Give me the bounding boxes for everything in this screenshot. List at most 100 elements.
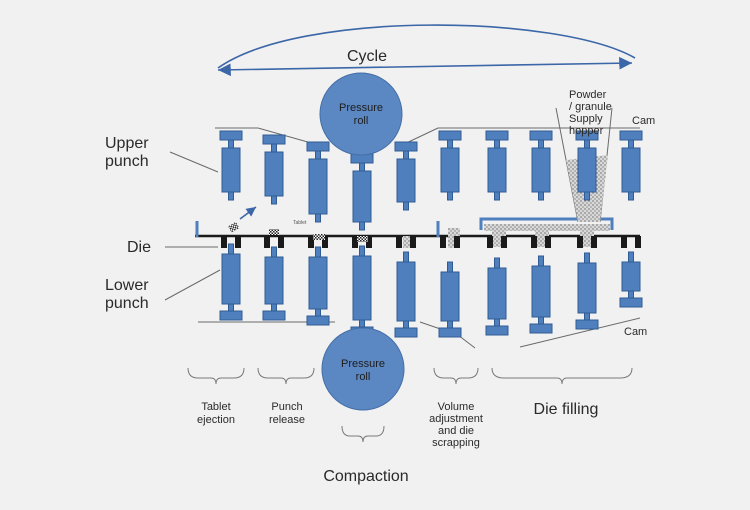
lower-punch-body-10 <box>621 261 641 292</box>
die-block-right-6 <box>454 236 460 248</box>
upper-punch-label-2: punch <box>105 153 149 170</box>
lower-punch-body-1 <box>221 253 241 305</box>
die-filling-label: Die filling <box>534 401 599 418</box>
upper-punch-tip-9 <box>584 191 590 201</box>
die-block-left-9 <box>577 236 583 248</box>
lower-punch-tip-6 <box>447 261 453 273</box>
die-block-right-7 <box>501 236 507 248</box>
lower-punch-tip-7 <box>494 257 500 269</box>
upper-punch-neck-9 <box>584 139 590 149</box>
lower-punch-head-10 <box>619 297 643 308</box>
hopper-label-2: / granule <box>569 101 612 113</box>
die-block-left-3 <box>308 236 314 248</box>
lower-punch-label-2: punch <box>105 295 149 312</box>
lower-pressure-roll <box>321 327 405 411</box>
upper-punch-head-5 <box>394 141 418 152</box>
upper-punch-neck-6 <box>447 139 453 149</box>
upper-punch-head-6 <box>438 130 462 141</box>
upper-punch-neck-5 <box>403 150 409 160</box>
die-block-right-4 <box>366 236 372 248</box>
cycle-arrow <box>217 56 633 77</box>
upper-cam-label: Cam <box>632 115 655 127</box>
upper-punch-tip-1 <box>228 191 234 201</box>
upper-punch-head-10 <box>619 130 643 141</box>
upper-punch-body-4 <box>352 170 372 223</box>
lower-punch-neck-9 <box>584 312 590 321</box>
lower-punch-head-2 <box>262 310 286 321</box>
die-block-left-2 <box>264 236 270 248</box>
upper-punch-body-5 <box>396 158 416 203</box>
upper-punch-neck-3 <box>315 150 321 160</box>
volume-adjustment-label-1: Volume <box>438 401 475 413</box>
lower-punch-body-6 <box>440 271 460 322</box>
die-block-right-9 <box>591 236 597 248</box>
die-block-left-4 <box>352 236 358 248</box>
lower-punch-head-6 <box>438 327 462 338</box>
lower-punch-body-7 <box>487 267 507 320</box>
lower-punch-tip-5 <box>403 251 409 263</box>
punch-release-label-2: release <box>269 414 305 426</box>
upper-punch-body-10 <box>621 147 641 193</box>
lower-punch-neck-3 <box>315 308 321 317</box>
die-block-right-10 <box>635 236 641 248</box>
upper-punch-tip-3 <box>315 213 321 223</box>
lower-punch-neck-5 <box>403 320 409 329</box>
lower-punch-tip-8 <box>538 255 544 267</box>
die-block-left-7 <box>487 236 493 248</box>
upper-punch-body-2 <box>264 151 284 197</box>
punch-stations <box>219 130 643 338</box>
upper-punch-head-7 <box>485 130 509 141</box>
lower-punch-neck-6 <box>447 320 453 329</box>
lower-punch-neck-7 <box>494 318 500 327</box>
tablet-label: Tablet <box>293 220 307 226</box>
upper-punch-body-8 <box>531 147 551 193</box>
die-block-left-5 <box>396 236 402 248</box>
lower-punch-neck-4 <box>359 319 365 328</box>
powder-fill <box>403 224 610 248</box>
upper-punch-head-2 <box>262 134 286 145</box>
volume-adjustment-label-2: adjustment <box>429 413 483 425</box>
upper-punch-body-1 <box>221 147 241 193</box>
lower-punch-tip-1 <box>228 243 234 255</box>
upper-punch-tip-8 <box>538 191 544 201</box>
lower-punch-tip-3 <box>315 246 321 258</box>
volume-adjustment-label-4: scrapping <box>432 437 480 449</box>
upper-roll-label-2: roll <box>354 115 369 127</box>
upper-pressure-roll <box>319 72 403 156</box>
upper-roll-label-1: Pressure <box>339 102 383 114</box>
cycle-label: Cycle <box>347 48 387 65</box>
lower-punch-tip-9 <box>584 252 590 264</box>
upper-punch-neck-7 <box>494 139 500 149</box>
lower-punch-head-1 <box>219 310 243 321</box>
upper-punch-neck-1 <box>228 139 234 149</box>
lower-punch-label-1: Lower <box>105 277 149 294</box>
tablet-ejection-label-1: Tablet <box>201 401 230 413</box>
lower-punch-neck-8 <box>538 316 544 325</box>
die-block-left-8 <box>531 236 537 248</box>
die-block-right-3 <box>322 236 328 248</box>
lower-punch-leader <box>164 269 221 301</box>
upper-punch-tip-2 <box>271 195 277 205</box>
die-block-right-2 <box>278 236 284 248</box>
lower-punch-tip-4 <box>359 245 365 257</box>
upper-punch-tip-7 <box>494 191 500 201</box>
lower-cam-track <box>198 317 641 349</box>
die-block-left-10 <box>621 236 627 248</box>
upper-punch-tip-5 <box>403 201 409 211</box>
lower-punch-head-5 <box>394 327 418 338</box>
upper-punch-neck-10 <box>628 139 634 149</box>
die-block-left-1 <box>221 236 227 248</box>
upper-punch-neck-8 <box>538 139 544 149</box>
upper-punch-head-8 <box>529 130 553 141</box>
hopper-label-1: Powder <box>569 89 607 101</box>
tablets <box>228 206 368 242</box>
hopper-label-4: hopper <box>569 125 604 137</box>
upper-punch-body-9 <box>577 147 597 193</box>
lower-punch-body-9 <box>577 262 597 314</box>
upper-punch-tip-10 <box>628 191 634 201</box>
lower-roll-label-1: Pressure <box>341 358 385 370</box>
upper-punch-neck-2 <box>271 143 277 153</box>
lower-punch-body-2 <box>264 256 284 305</box>
tablet-ejection-label-2: ejection <box>197 414 235 426</box>
